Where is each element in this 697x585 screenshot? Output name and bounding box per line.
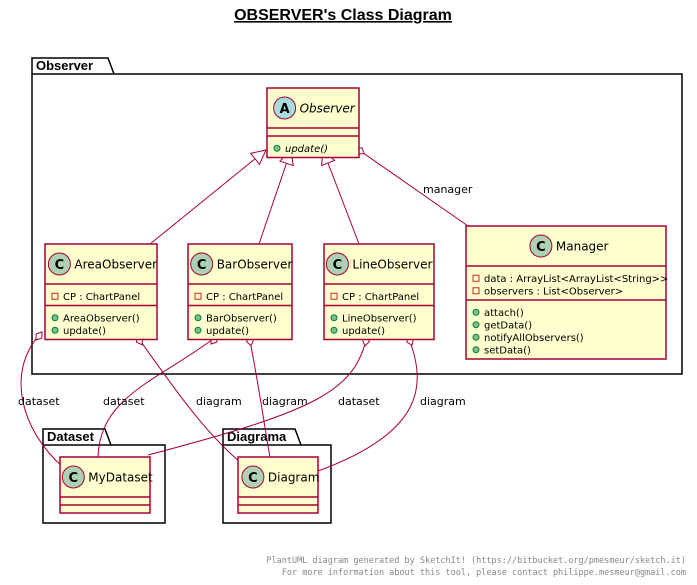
private-visibility-icon	[330, 292, 338, 300]
relation-agg_bar_diagram: diagram	[245, 335, 308, 458]
class-icon	[529, 234, 553, 258]
class-name: BarObserver	[217, 258, 293, 272]
public-visibility-icon	[472, 346, 480, 354]
class-name: Diagram	[268, 471, 320, 485]
relation-agg_area_diagram: diagram	[135, 335, 251, 471]
relation-label: dataset	[18, 395, 60, 408]
class-name: Manager	[556, 240, 609, 254]
class-method: update()	[342, 326, 385, 337]
package-name: Observer	[36, 58, 93, 73]
inheritance-arrowhead	[249, 149, 267, 166]
package-tab	[31, 57, 115, 75]
relation-label: diagram	[420, 395, 466, 408]
class-bar: C BarObserver CP : ChartPanelBarObserver()…	[187, 243, 293, 341]
class-icon	[47, 252, 71, 276]
class-field: CP : ChartPanel	[63, 292, 140, 303]
aggregation-line	[317, 335, 418, 472]
public-visibility-icon	[330, 314, 338, 322]
class-method: BarObserver()	[206, 313, 277, 324]
public-visibility-icon	[472, 333, 480, 341]
class-method: setData()	[484, 345, 531, 356]
class-method: attach()	[484, 308, 524, 319]
aggregation-line	[97, 335, 218, 458]
package-name: Dataset	[47, 429, 95, 444]
public-visibility-icon	[51, 326, 59, 334]
package-tab	[222, 428, 302, 446]
class-icon	[61, 465, 85, 489]
class-field: CP : ChartPanel	[206, 292, 283, 303]
aggregation-diamond	[35, 331, 43, 341]
public-visibility-icon	[472, 321, 480, 329]
footer-line-2: For more information about this tool, pl…	[281, 568, 686, 578]
footer-line-1: PlantUML diagram generated by SketchIt! …	[266, 556, 686, 566]
generalization-line	[258, 149, 292, 245]
class-method: update()	[206, 326, 249, 337]
class-field: data : ArrayList<ArrayList<String>>	[484, 274, 668, 285]
public-visibility-icon	[273, 144, 281, 152]
class-method: update()	[285, 144, 328, 155]
stereotype-letter: C	[197, 258, 207, 273]
aggregation-line	[20, 331, 65, 469]
stereotype-letter: C	[248, 471, 258, 486]
abstract-class-icon	[273, 96, 297, 120]
generalization-line	[322, 149, 360, 245]
class-method: LineObserver()	[342, 313, 417, 324]
private-visibility-icon	[472, 274, 480, 282]
class-name: AreaObserver	[74, 258, 157, 272]
class-icon	[190, 252, 214, 276]
private-visibility-icon	[472, 287, 480, 295]
stereotype-letter: C	[333, 258, 343, 273]
aggregation-line	[136, 335, 251, 471]
class-method: AreaObserver()	[63, 313, 140, 324]
public-visibility-icon	[472, 308, 480, 316]
stereotype-letter: A	[280, 102, 290, 117]
public-visibility-icon	[330, 326, 338, 334]
class-method: update()	[63, 326, 106, 337]
classes-layer: A Observer update() C AreaObserver CP : Chart…	[44, 87, 668, 514]
relation-label: dataset	[338, 395, 380, 408]
class-area: C AreaObserver CP : ChartPanelAreaObserver…	[44, 243, 158, 341]
aggregation-line	[147, 335, 368, 456]
relation-label: dataset	[103, 395, 145, 408]
class-method: notifyAllObservers()	[484, 333, 584, 344]
class-diagram: C Diagram	[237, 456, 320, 514]
relation-label: diagram	[196, 395, 242, 408]
stereotype-letter: C	[536, 240, 546, 255]
class-name: Observer	[300, 102, 356, 116]
package-name: Diagrama	[227, 429, 287, 444]
public-visibility-icon	[51, 314, 59, 322]
relations-layer: manager dataset diagram dataset diagram datas…	[18, 147, 473, 472]
class-observer: A Observer update()	[266, 87, 360, 159]
class-icon	[241, 465, 265, 489]
aggregation-line	[355, 147, 469, 227]
package-tab	[42, 428, 112, 446]
public-visibility-icon	[194, 314, 202, 322]
class-field: observers : List<Observer>	[484, 286, 623, 297]
relation-agg_area_dataset: dataset	[18, 331, 65, 469]
relation-gen_area	[149, 149, 267, 245]
private-visibility-icon	[51, 292, 59, 300]
class-manager: C Manager data : ArrayList<ArrayList<Strin…	[465, 225, 668, 360]
stereotype-letter: C	[55, 258, 65, 273]
aggregation-line	[248, 335, 271, 458]
diagram-title: OBSERVER's Class Diagram	[234, 7, 452, 24]
class-name: MyDataset	[88, 471, 153, 485]
relation-label: diagram	[262, 395, 308, 408]
class-box	[465, 225, 667, 360]
public-visibility-icon	[194, 326, 202, 334]
class-mydataset: C MyDataset	[59, 456, 153, 514]
class-line: C LineObserver CP : ChartPanelLineObserver…	[323, 243, 435, 341]
class-method: getData()	[484, 320, 532, 331]
stereotype-letter: C	[69, 471, 79, 486]
generalization-line	[149, 149, 267, 245]
class-field: CP : ChartPanel	[342, 292, 419, 303]
class-icon	[325, 252, 349, 276]
class-name: LineObserver	[352, 258, 432, 272]
relation-label: manager	[423, 183, 473, 196]
private-visibility-icon	[194, 292, 202, 300]
